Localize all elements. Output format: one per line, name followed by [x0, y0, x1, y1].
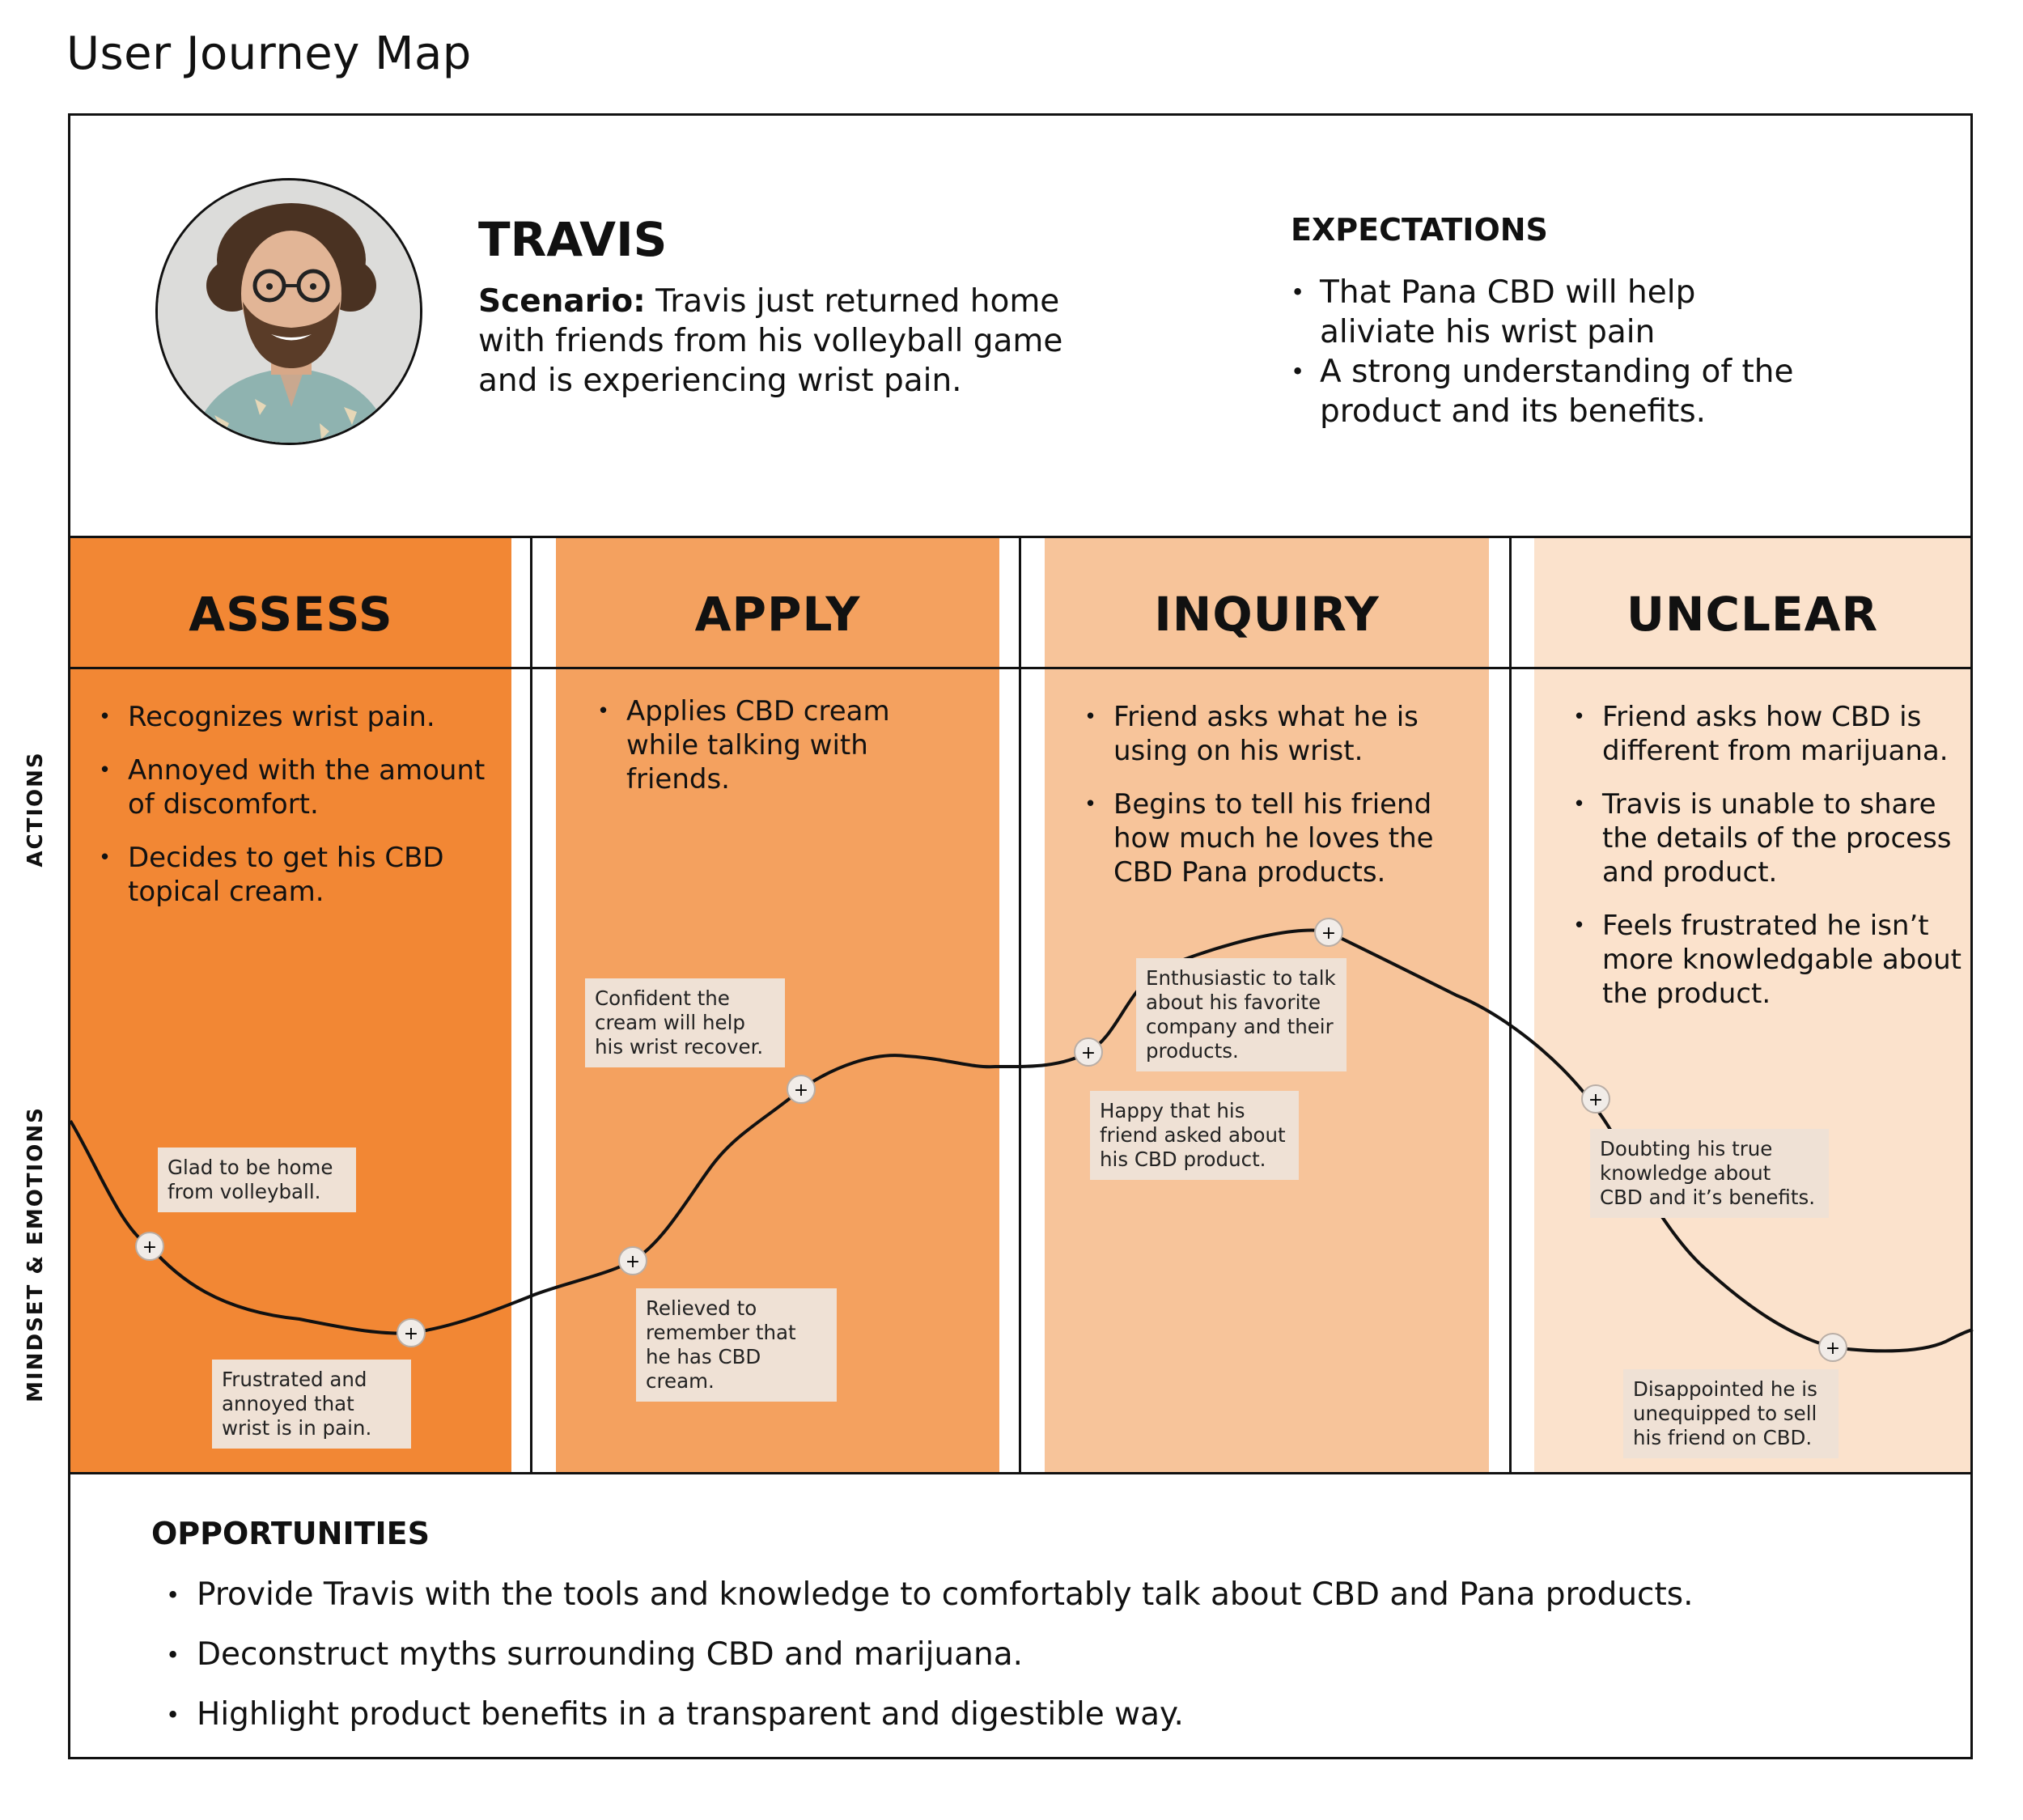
expectations-title: EXPECTATIONS [1291, 212, 1548, 248]
marker-plus: + [1826, 1338, 1840, 1359]
action-item: Begins to tell his friend how much he lo… [1084, 787, 1473, 889]
persona-photo-icon [158, 180, 420, 443]
marker-plus: + [404, 1324, 418, 1344]
action-item: Friend asks how CBD is different from ma… [1573, 700, 1962, 768]
action-item: Friend asks what he is using on his wris… [1084, 700, 1473, 768]
emotion-marker[interactable]: + [787, 1075, 816, 1104]
persona-avatar [155, 178, 422, 445]
emotion-marker[interactable]: + [1074, 1037, 1103, 1067]
divider [530, 536, 532, 1474]
scenario-label: Scenario: [478, 283, 646, 320]
emotion-marker[interactable]: + [397, 1318, 426, 1347]
expectations-list: That Pana CBD will help aliviate his wri… [1291, 273, 1809, 431]
stage-title: APPLY [694, 587, 861, 642]
emotion-marker[interactable]: + [1581, 1084, 1610, 1114]
divider [1509, 536, 1512, 1474]
opportunities-list: Provide Travis with the tools and knowle… [166, 1576, 1865, 1755]
action-item: Recognizes wrist pain. [99, 700, 503, 734]
emotion-note: Enthusiastic to talk about his favorite … [1136, 958, 1347, 1071]
emotion-note: Confident the cream will help his wrist … [585, 978, 785, 1067]
marker-plus: + [626, 1252, 640, 1272]
scenario-text: Travis just returned home with friends f… [478, 283, 1063, 399]
expectation-item: That Pana CBD will help aliviate his wri… [1291, 273, 1809, 352]
stage-title: ASSESS [189, 587, 393, 642]
actions-list-apply: Applies CBD cream while talking with fri… [597, 694, 953, 816]
marker-plus: + [1321, 923, 1336, 944]
persona-scenario: Scenario: Travis just returned home with… [478, 282, 1093, 401]
marker-plus: + [142, 1237, 157, 1258]
emotion-marker[interactable]: + [1314, 918, 1343, 947]
marker-plus: + [1081, 1043, 1096, 1063]
divider [1019, 536, 1021, 1474]
action-item: Travis is unable to share the details of… [1573, 787, 1962, 889]
persona-name: TRAVIS [478, 212, 668, 267]
actions-list-assess: Recognizes wrist pain. Annoyed with the … [99, 700, 503, 928]
actions-list-inquiry: Friend asks what he is using on his wris… [1084, 700, 1473, 909]
emotion-marker[interactable]: + [135, 1232, 164, 1261]
actions-list-unclear: Friend asks how CBD is different from ma… [1573, 700, 1962, 1030]
expectation-item: A strong understanding of the product an… [1291, 352, 1809, 431]
emotion-note: Disappointed he is unequipped to sell hi… [1623, 1369, 1839, 1458]
action-item: Applies CBD cream while talking with fri… [597, 694, 953, 796]
marker-plus: + [1588, 1090, 1603, 1110]
opportunity-item: Deconstruct myths surrounding CBD and ma… [166, 1635, 1865, 1674]
journey-map-frame [68, 113, 1973, 1759]
opportunity-item: Provide Travis with the tools and knowle… [166, 1576, 1865, 1614]
emotion-note: Happy that his friend asked about his CB… [1090, 1091, 1299, 1180]
opportunity-item: Highlight product benefits in a transpar… [166, 1695, 1865, 1734]
action-item: Annoyed with the amount of discomfort. [99, 753, 503, 821]
marker-plus: + [794, 1080, 808, 1101]
stage-title: UNCLEAR [1626, 587, 1879, 642]
emotion-marker[interactable]: + [1818, 1333, 1847, 1362]
stage-title: INQUIRY [1154, 587, 1380, 642]
action-item: Feels frustrated he isn’t more knowledga… [1573, 909, 1962, 1011]
opportunities-title: OPPORTUNITIES [151, 1516, 430, 1551]
emotion-marker[interactable]: + [618, 1246, 647, 1275]
emotion-note: Glad to be home from volleyball. [158, 1148, 356, 1212]
emotion-note: Relieved to remember that he has CBD cre… [636, 1288, 837, 1402]
emotion-note: Frustrated and annoyed that wrist is in … [212, 1360, 411, 1449]
page-title: User Journey Map [66, 28, 472, 80]
action-item: Decides to get his CBD topical cream. [99, 841, 503, 909]
emotion-note: Doubting his true knowledge about CBD an… [1590, 1129, 1829, 1218]
